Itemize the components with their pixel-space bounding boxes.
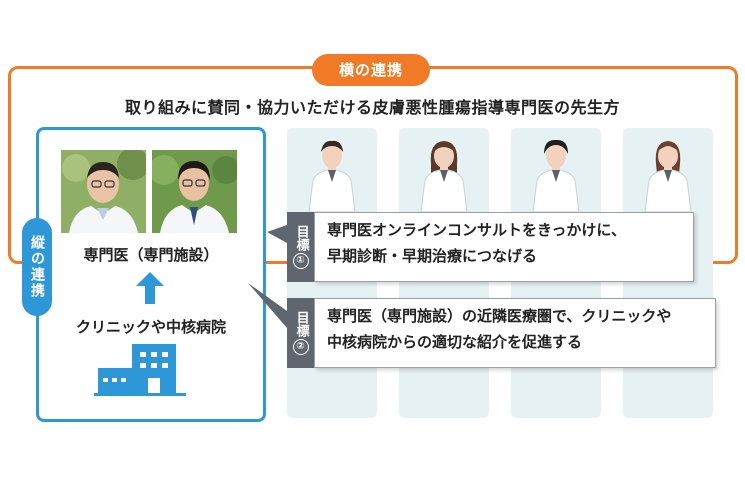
specialist-photo-image xyxy=(152,150,237,233)
vertical-collaboration-badge: 縦の連携 xyxy=(22,218,52,316)
goal-2-tag-label: 目標 xyxy=(293,311,309,337)
specialist-photo xyxy=(61,150,146,233)
goal-2-line-2: 中核病院からの適切な紹介を促進する xyxy=(327,333,583,352)
goal-2-tag: 目標 ② xyxy=(287,298,314,368)
specialists-title: 取り組みに賛同・協力いただける皮膚悪性腫瘍指導専門医の先生方 xyxy=(124,98,620,117)
goal-1-tag-label: 目標 xyxy=(293,225,309,251)
goal-1-box: 専門医オンラインコンサルトをきっかけに、 早期診断・早期治療につなげる xyxy=(314,212,694,282)
goal-2-box: 専門医（専門施設）の近隣医療圏で、クリニックや 中核病院からの適切な紹介を促進す… xyxy=(314,298,716,368)
doctor-illustration-icon xyxy=(308,140,356,212)
goal-1-tag: 目標 ① xyxy=(287,212,314,282)
goal-1-line-2: 早期診断・早期治療につなげる xyxy=(327,247,538,266)
goal-2-number: ② xyxy=(292,339,309,355)
clinic-label: クリニックや中核病院 xyxy=(75,318,226,336)
goal-1-number: ① xyxy=(292,253,309,269)
specialist-label: 専門医（専門施設） xyxy=(83,246,219,264)
specialist-photo-image xyxy=(61,150,146,233)
goal-2-line-1: 専門医（専門施設）の近隣医療圏で、クリニックや xyxy=(327,307,672,325)
specialist-photo xyxy=(152,150,237,233)
hospital-building-icon xyxy=(94,344,186,396)
vertical-badge-label: 縦の連携 xyxy=(29,235,45,299)
doctor-illustration-icon xyxy=(644,141,692,212)
doctor-illustration-icon xyxy=(420,141,468,212)
doctor-illustration-icon xyxy=(532,139,580,212)
up-arrow-icon xyxy=(136,272,164,304)
horizontal-collaboration-badge: 横の連携 xyxy=(312,54,430,86)
goal-1-line-1: 専門医オンラインコンサルトをきっかけに、 xyxy=(327,221,626,239)
